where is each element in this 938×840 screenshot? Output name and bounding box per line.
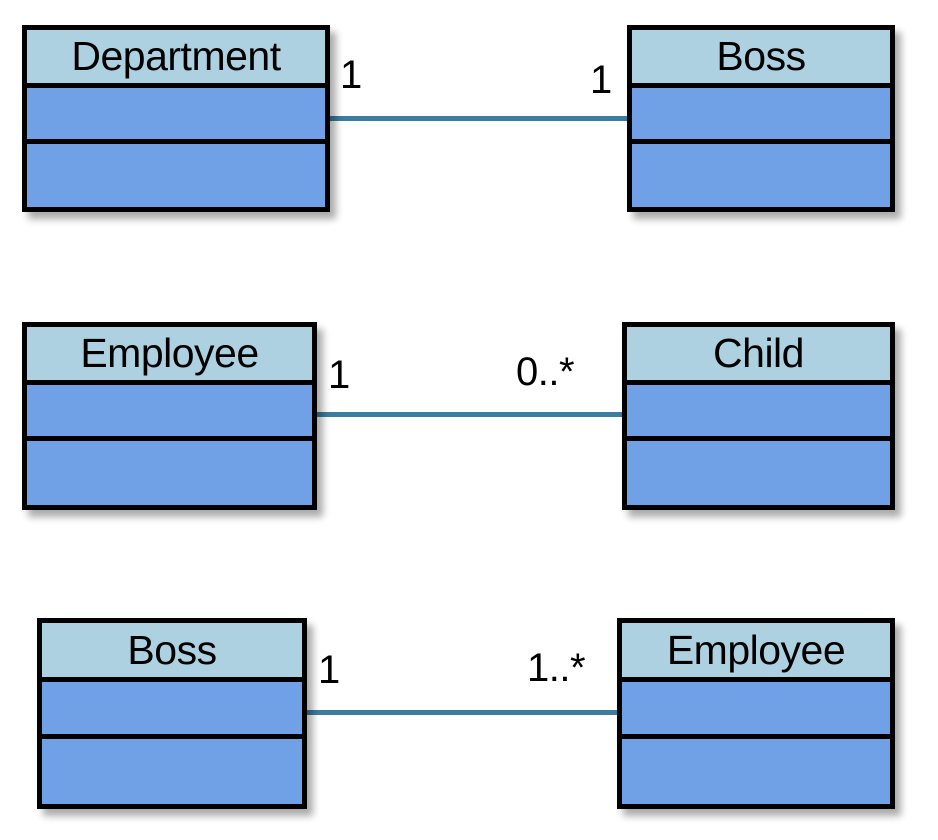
class-name-child: Child xyxy=(627,327,890,385)
class-name-department: Department xyxy=(27,30,325,88)
class-name-boss-row3: Boss xyxy=(42,623,302,682)
class-box-boss-row3[interactable]: Boss xyxy=(37,618,307,809)
class-methods-employee-row3 xyxy=(622,739,890,804)
class-methods-boss-row1 xyxy=(632,144,890,207)
class-attributes-employee-row3 xyxy=(622,682,890,739)
class-attributes-boss-row1 xyxy=(632,88,890,144)
class-box-child[interactable]: Child xyxy=(622,322,895,510)
class-methods-department xyxy=(27,144,325,207)
association-line-employee-child[interactable] xyxy=(316,412,626,417)
class-attributes-boss-row3 xyxy=(42,682,302,739)
class-name-boss-row1: Boss xyxy=(632,30,890,88)
class-name-employee-row2: Employee xyxy=(27,327,312,385)
class-methods-employee-row2 xyxy=(27,441,312,505)
multiplicity-boss-row3: 1 xyxy=(318,648,340,692)
class-methods-boss-row3 xyxy=(42,739,302,804)
class-methods-child xyxy=(627,441,890,505)
class-name-employee-row3: Employee xyxy=(622,623,890,682)
association-employee-child: Employee 1 0..* Child xyxy=(0,0,938,510)
multiplicity-department: 1 xyxy=(340,53,362,97)
multiplicity-boss-right: 1 xyxy=(590,58,612,102)
association-line-department-boss[interactable] xyxy=(330,116,630,121)
association-boss-employee: Boss 1 1..* Employee xyxy=(0,0,938,809)
multiplicity-child: 0..* xyxy=(516,350,575,394)
class-box-boss-row1[interactable]: Boss xyxy=(627,25,895,212)
class-box-employee-row3[interactable]: Employee xyxy=(617,618,895,809)
multiplicity-employee-row2: 1 xyxy=(328,353,350,397)
class-attributes-department xyxy=(27,88,325,144)
class-box-department[interactable]: Department xyxy=(22,25,330,212)
multiplicity-employee-row3: 1..* xyxy=(527,646,586,690)
association-line-boss-employee[interactable] xyxy=(306,710,621,715)
class-attributes-employee-row2 xyxy=(27,385,312,441)
class-box-employee-row2[interactable]: Employee xyxy=(22,322,317,510)
association-department-boss: Department 1 1 Boss xyxy=(0,0,938,300)
class-attributes-child xyxy=(627,385,890,441)
